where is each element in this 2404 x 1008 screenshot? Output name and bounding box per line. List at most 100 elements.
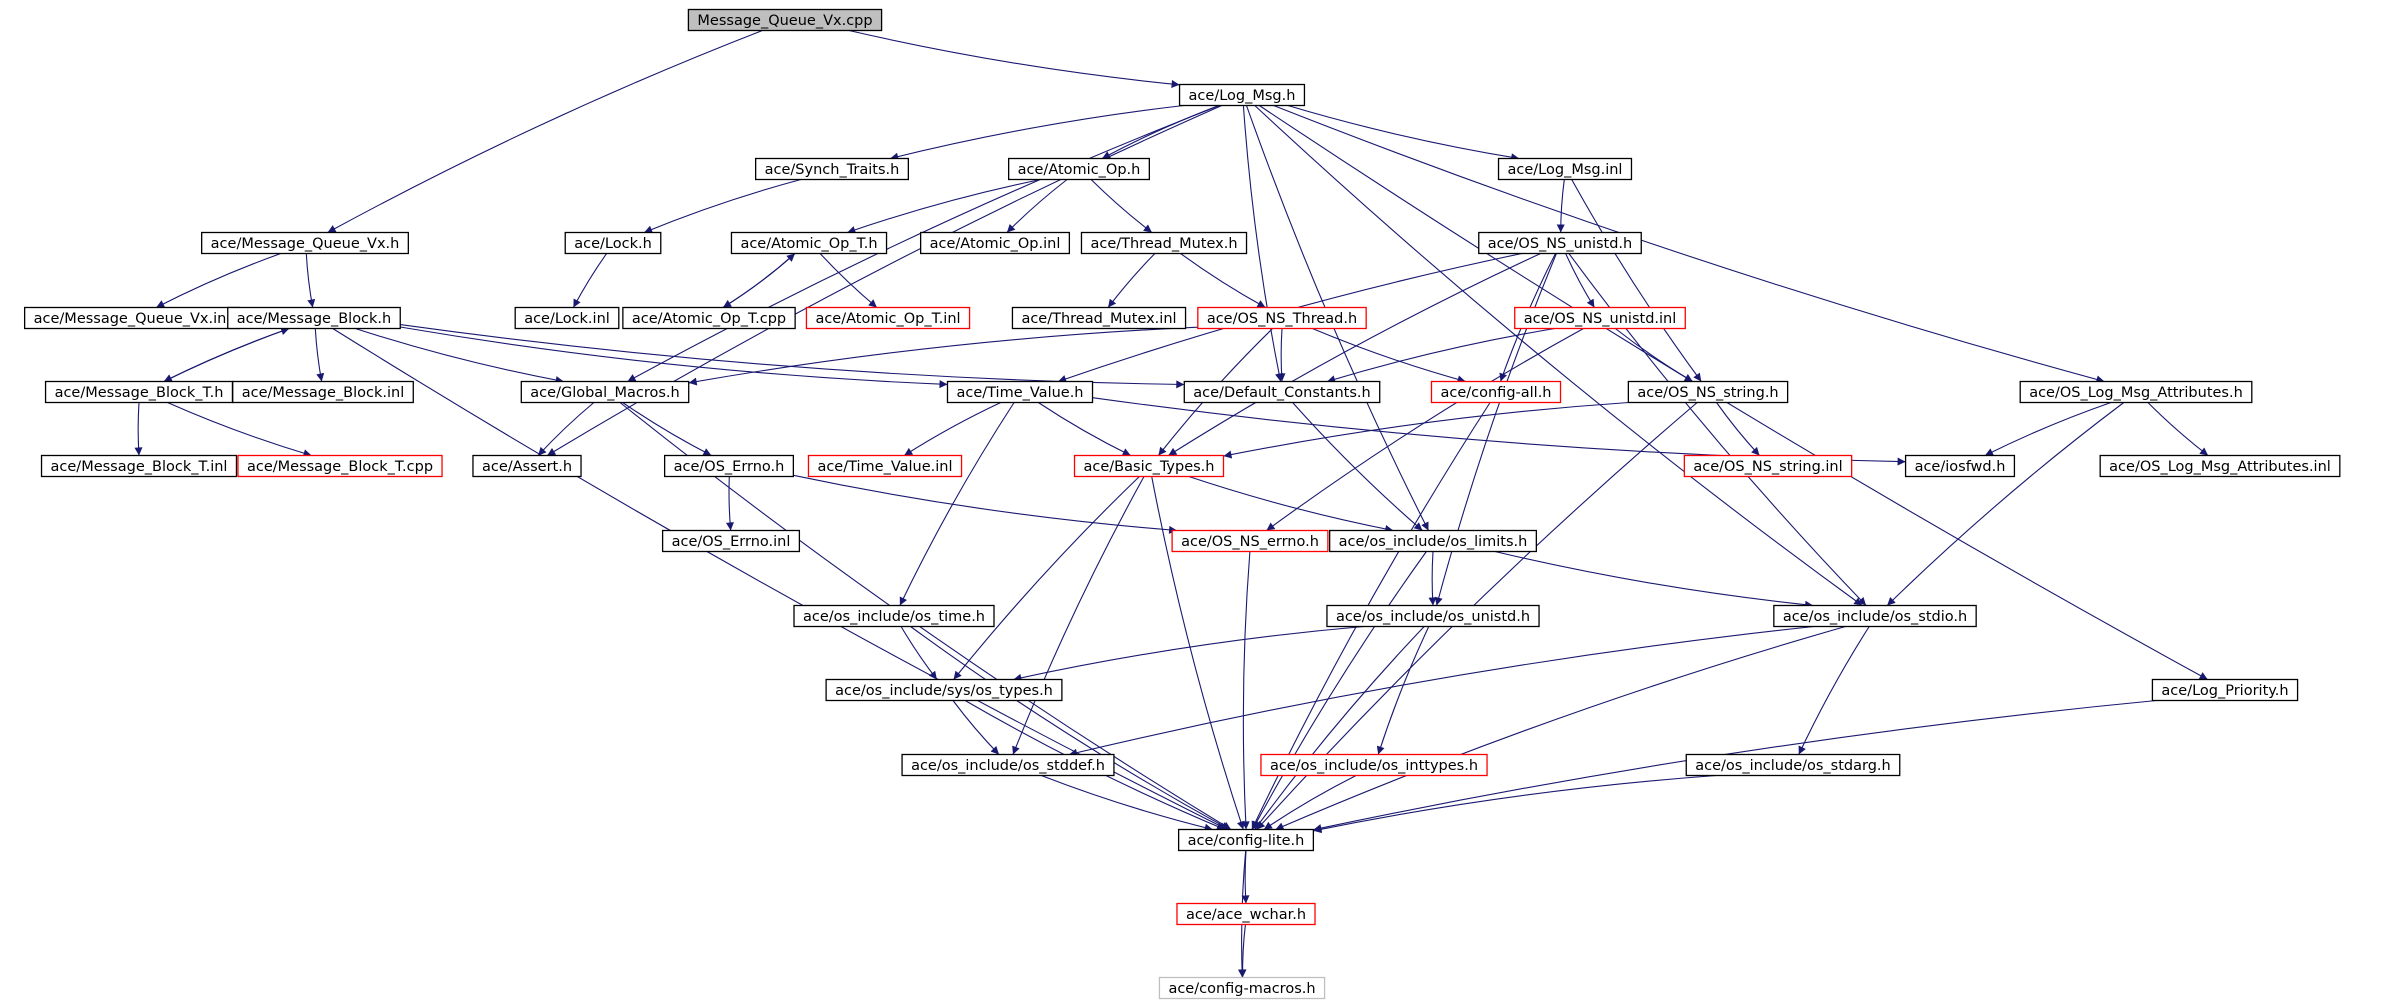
node-label: ace/Synch_Traits.h	[765, 162, 900, 178]
node-box	[1326, 604, 1540, 628]
dependency-edge	[327, 29, 763, 233]
dependency-edge	[1716, 402, 1760, 456]
file-node-ace-thread-mutex-inl[interactable]: ace/Thread_Mutex.inl	[1011, 306, 1187, 330]
file-node-ace-time-value-h[interactable]: ace/Time_Value.h	[946, 380, 1094, 404]
file-node-ace-os-log-msg-attributes-inl[interactable]: ace/OS_Log_Msg_Attributes.inl	[2099, 454, 2341, 478]
file-node-ace-log-msg-inl[interactable]: ace/Log_Msg.inl	[1497, 157, 1633, 181]
file-node-ace-log-priority-h[interactable]: ace/Log_Priority.h	[2151, 678, 2299, 702]
file-node-ace-global-macros-h[interactable]: ace/Global_Macros.h	[520, 380, 690, 404]
file-node-ace-lock-h[interactable]: ace/Lock.h	[564, 231, 662, 255]
file-node-ace-ace-wchar-h[interactable]: ace/ace_wchar.h	[1176, 902, 1316, 926]
file-node-ace-os-errno-h[interactable]: ace/OS_Errno.h	[663, 454, 795, 478]
node-box	[1683, 454, 1853, 478]
dependency-edge	[726, 476, 734, 531]
dependency-edge	[819, 253, 878, 308]
file-node-ace-os-include-os-stdarg-h[interactable]: ace/os_include/os_stdarg.h	[1685, 753, 1901, 777]
node-box	[825, 678, 1063, 702]
file-node-ace-atomic-op-t-h[interactable]: ace/Atomic_Op_T.h	[730, 231, 888, 255]
file-node-ace-synch-traits-h[interactable]: ace/Synch_Traits.h	[754, 157, 910, 181]
file-node-ace-atomic-op-t-cpp[interactable]: ace/Atomic_Op_T.cpp	[622, 306, 796, 330]
file-node-ace-os-include-os-inttypes-h[interactable]: ace/os_include/os_inttypes.h	[1260, 753, 1488, 777]
node-label: ace/OS_Log_Msg_Attributes.inl	[2109, 459, 2331, 475]
dependency-edge	[953, 476, 1140, 680]
file-node-ace-os-ns-errno-h[interactable]: ace/OS_NS_errno.h	[1171, 529, 1329, 553]
file-node-ace-message-block-t-inl[interactable]: ace/Message_Block_T.inl	[40, 454, 238, 478]
node-label: ace/Lock.inl	[524, 311, 610, 327]
file-node-ace-os-errno-inl[interactable]: ace/OS_Errno.inl	[661, 529, 801, 553]
dependency-edge	[1151, 476, 1245, 830]
node-box	[1176, 902, 1316, 926]
file-node-ace-iosfwd-h[interactable]: ace/iosfwd.h	[1904, 454, 2016, 478]
node-label: ace/OS_NS_string.h	[1637, 385, 1778, 401]
file-node-ace-os-include-os-limits-h[interactable]: ace/os_include/os_limits.h	[1329, 529, 1537, 553]
node-box	[622, 306, 796, 330]
dependency-edges	[134, 29, 2209, 978]
dependency-edge	[1263, 775, 1357, 830]
node-label: ace/os_include/os_limits.h	[1339, 534, 1528, 550]
dependency-edge	[910, 626, 1230, 830]
node-label: ace/Atomic_Op.h	[1018, 162, 1141, 178]
file-node-ace-lock-inl[interactable]: ace/Lock.inl	[514, 306, 620, 330]
file-node-ace-os-ns-unistd-h[interactable]: ace/OS_NS_unistd.h	[1478, 231, 1642, 255]
file-node-ace-os-include-os-unistd-h[interactable]: ace/os_include/os_unistd.h	[1326, 604, 1540, 628]
node-label: ace/Log_Msg.h	[1189, 88, 1296, 104]
file-node-ace-message-queue-vx-inl[interactable]: ace/Message_Queue_Vx.inl	[23, 306, 241, 330]
node-box	[514, 306, 620, 330]
file-node-ace-os-log-msg-attributes-h[interactable]: ace/OS_Log_Msg_Attributes.h	[2019, 380, 2253, 404]
dependency-edge	[1326, 327, 1555, 384]
dependency-edge	[163, 327, 290, 382]
node-box	[237, 454, 443, 478]
dependency-edge	[1090, 179, 1153, 233]
node-box	[40, 454, 238, 478]
dependency-edge	[952, 700, 1000, 755]
dependency-edge	[1984, 401, 2112, 456]
node-box	[901, 753, 1115, 777]
file-node-ace-os-ns-unistd-inl[interactable]: ace/OS_NS_unistd.inl	[1514, 306, 1686, 330]
file-node-ace-os-include-os-time-h[interactable]: ace/os_include/os_time.h	[793, 604, 995, 628]
file-node-ace-config-macros-h[interactable]: ace/config-macros.h	[1158, 976, 1326, 1000]
file-node-ace-log-msg-h[interactable]: ace/Log_Msg.h	[1178, 83, 1306, 107]
dependency-edge	[1037, 402, 1131, 456]
file-node-ace-atomic-op-h[interactable]: ace/Atomic_Op.h	[1008, 157, 1150, 181]
dependency-edge	[1266, 328, 1584, 531]
dependency-edge	[1041, 774, 1213, 832]
node-label: ace/Thread_Mutex.h	[1090, 236, 1237, 252]
node-box	[1177, 828, 1315, 852]
file-node-ace-os-include-sys-os-types-h[interactable]: ace/os_include/sys/os_types.h	[825, 678, 1063, 702]
file-node-ace-os-ns-string-h[interactable]: ace/OS_NS_string.h	[1627, 380, 1789, 404]
node-label: ace/OS_NS_string.inl	[1693, 459, 1842, 475]
file-node-ace-message-block-t-h[interactable]: ace/Message_Block_T.h	[44, 380, 234, 404]
file-node-ace-message-queue-vx-h[interactable]: ace/Message_Queue_Vx.h	[201, 231, 409, 255]
file-node-ace-os-include-os-stddef-h[interactable]: ace/os_include/os_stddef.h	[901, 753, 1115, 777]
file-node-ace-assert-h[interactable]: ace/Assert.h	[472, 454, 582, 478]
dependency-edge	[1614, 328, 1693, 382]
node-box	[2099, 454, 2341, 478]
node-box	[1904, 454, 2016, 478]
node-label: ace/os_include/sys/os_types.h	[835, 683, 1053, 699]
node-label: ace/Atomic_Op_T.cpp	[632, 311, 786, 327]
file-node-ace-os-ns-thread-h[interactable]: ace/OS_NS_Thread.h	[1197, 306, 1367, 330]
file-node-ace-atomic-op-t-inl[interactable]: ace/Atomic_Op_T.inl	[805, 306, 971, 330]
file-node-ace-os-ns-string-inl[interactable]: ace/OS_NS_string.inl	[1683, 454, 1853, 478]
file-node-ace-atomic-op-inl[interactable]: ace/Atomic_Op.inl	[919, 231, 1071, 255]
node-box	[807, 454, 963, 478]
node-label: ace/Message_Queue_Vx.h	[211, 236, 400, 252]
file-node-ace-config-all-h[interactable]: ace/config-all.h	[1430, 380, 1562, 404]
node-box	[1178, 83, 1306, 107]
file-node-ace-config-lite-h[interactable]: ace/config-lite.h	[1177, 828, 1315, 852]
node-box	[2019, 380, 2253, 404]
file-node-ace-default-constants-h[interactable]: ace/Default_Constants.h	[1183, 380, 1381, 404]
dependency-edge	[1168, 253, 1541, 456]
dependency-edge	[1107, 253, 1156, 308]
node-box	[2151, 678, 2299, 702]
file-node-ace-message-block-h[interactable]: ace/Message_Block.h	[227, 306, 401, 330]
node-box	[1080, 231, 1248, 255]
file-node-ace-time-value-inl[interactable]: ace/Time_Value.inl	[807, 454, 963, 478]
file-node-ace-basic-types-h[interactable]: ace/Basic_Types.h	[1073, 454, 1225, 478]
dependency-edge	[1068, 625, 1814, 757]
file-node-ace-message-block-inl[interactable]: ace/Message_Block.inl	[232, 380, 414, 404]
dependency-edge	[1292, 402, 1423, 531]
file-node-ace-message-block-t-cpp[interactable]: ace/Message_Block_T.cpp	[237, 454, 443, 478]
file-node-ace-os-include-os-stdio-h[interactable]: ace/os_include/os_stdio.h	[1773, 604, 1977, 628]
file-node-ace-thread-mutex-h[interactable]: ace/Thread_Mutex.h	[1080, 231, 1248, 255]
